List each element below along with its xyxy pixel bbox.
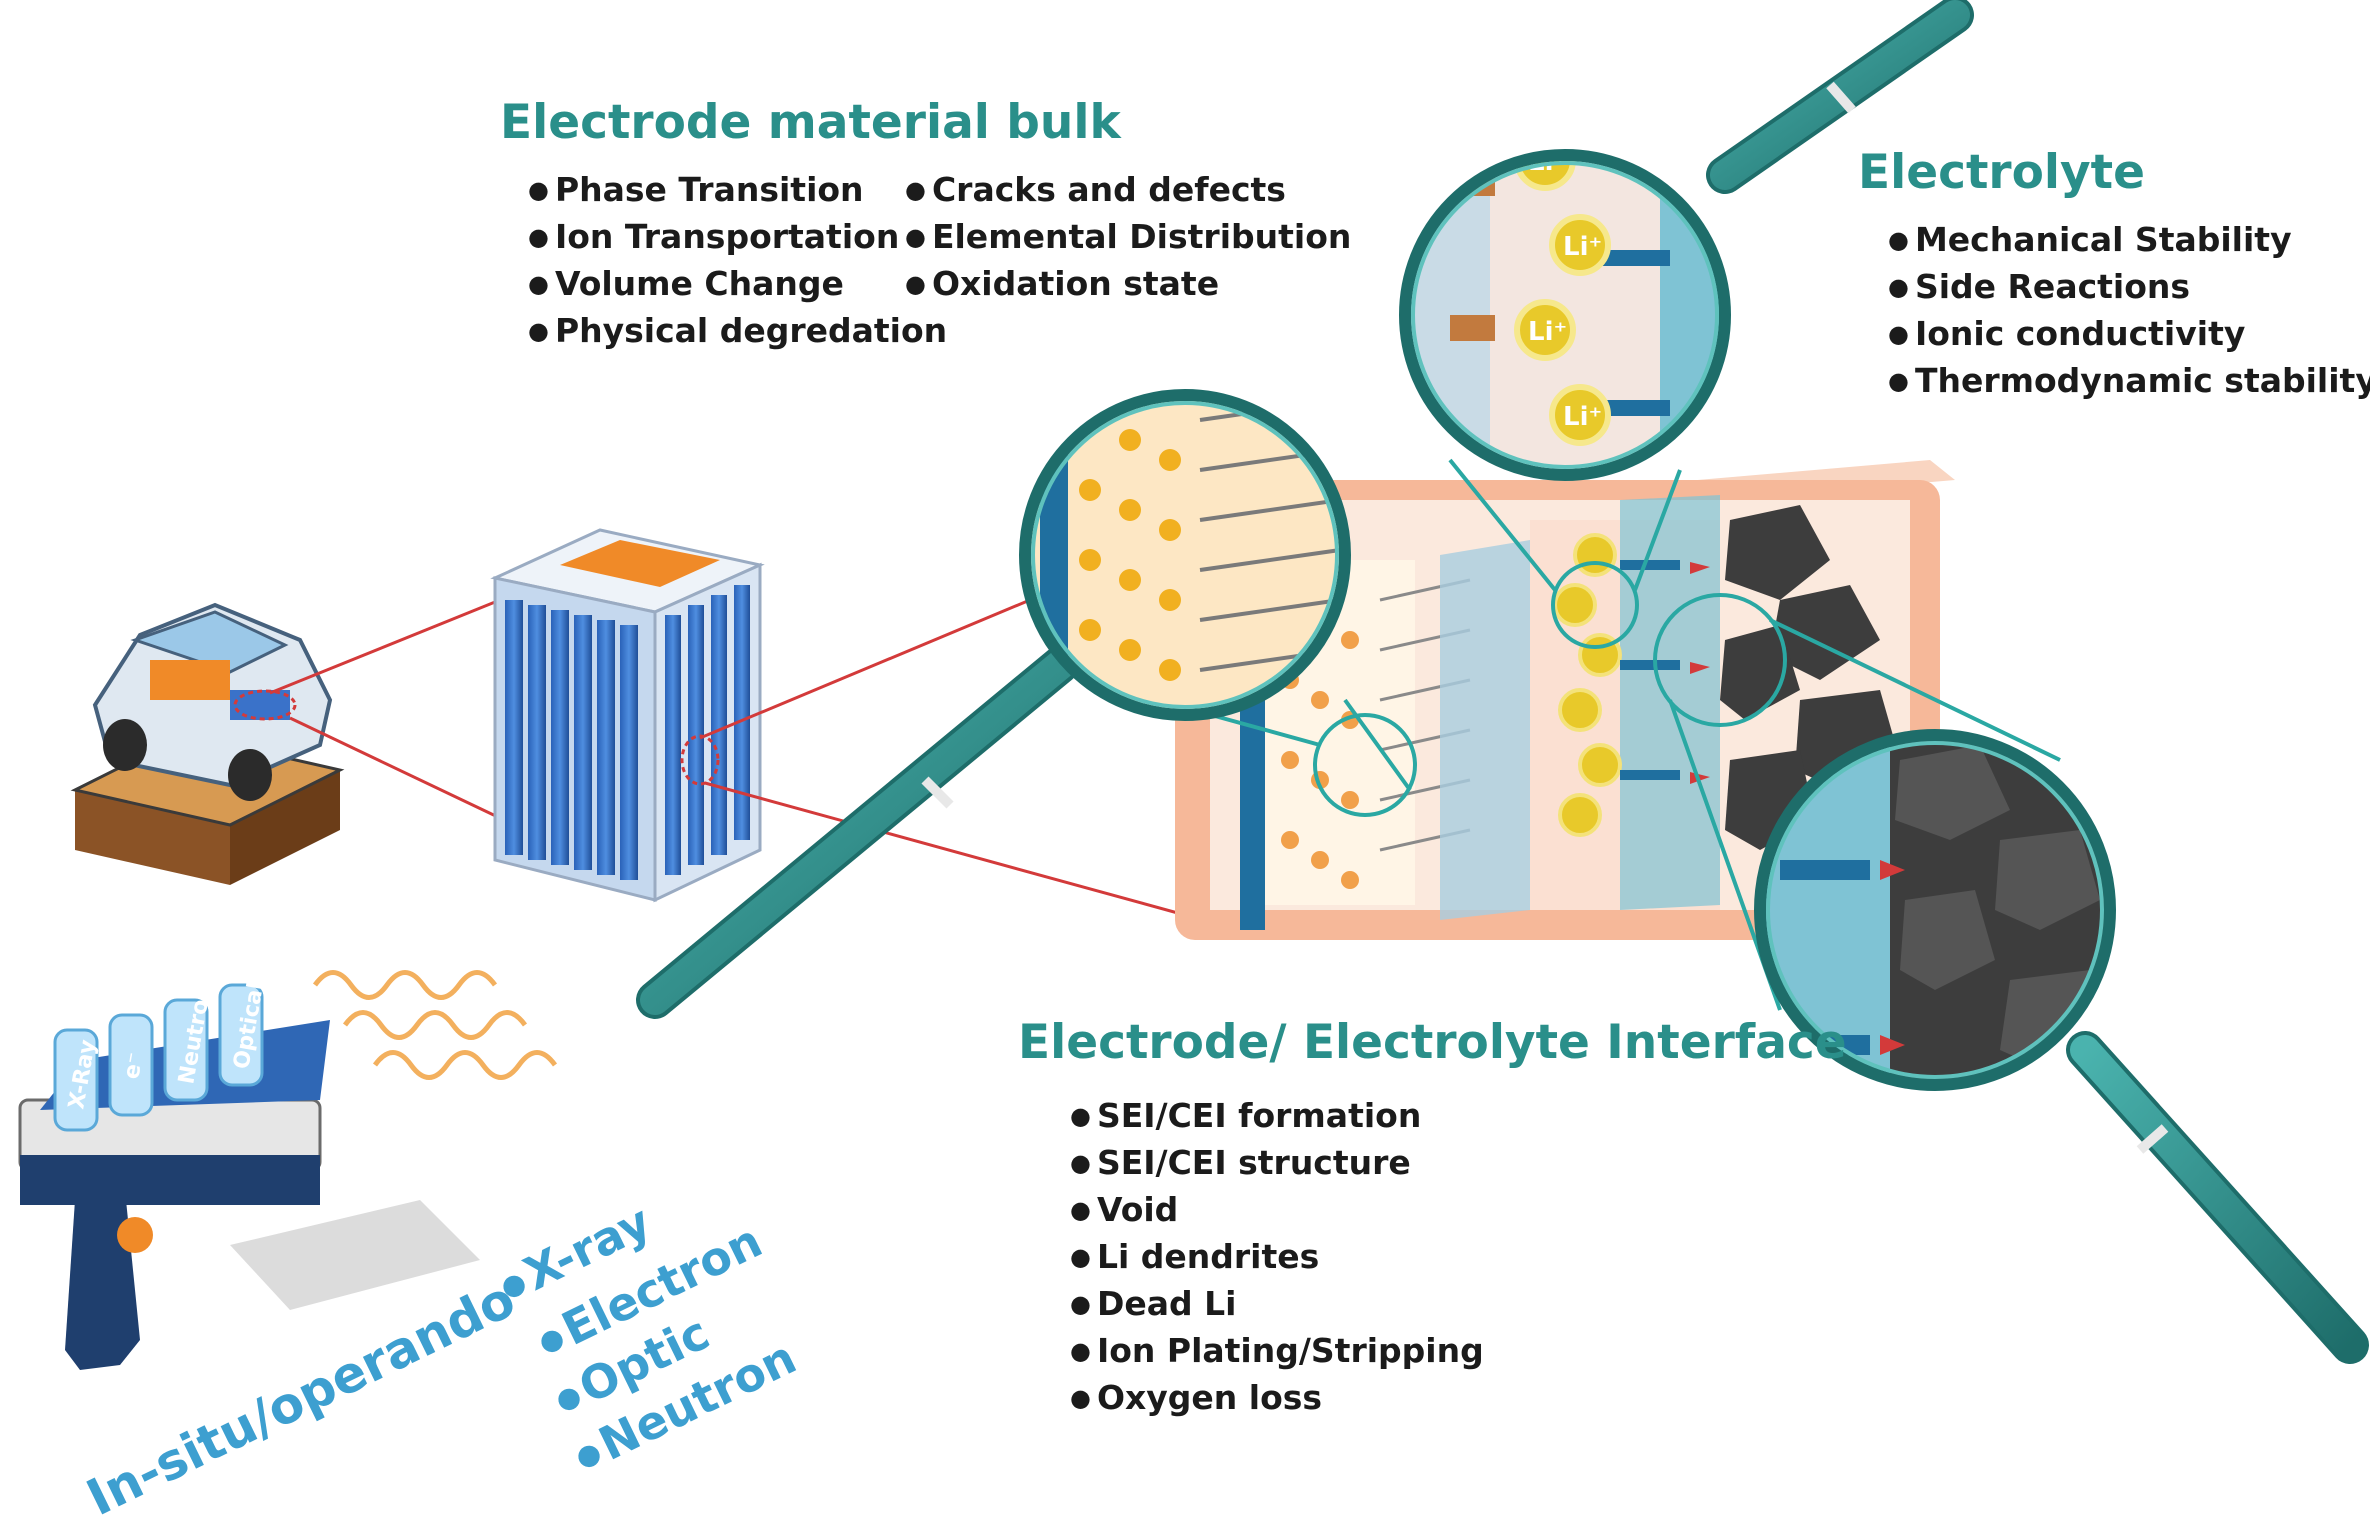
electrode-bulk-title: Electrode material bulk <box>500 95 1121 150</box>
list-item: SEI/CEI structure <box>1070 1141 1484 1188</box>
list-item: Ion Plating/Stripping <box>1070 1329 1484 1376</box>
li-ion-label: Li⁺ <box>1563 402 1602 432</box>
list-item: Thermodynamic stability <box>1888 359 2370 406</box>
list-item: Void <box>1070 1188 1484 1235</box>
list-item: Phase Transition <box>528 168 947 215</box>
list-item: Li dendrites <box>1070 1235 1484 1282</box>
list-item: Ion Transportation <box>528 215 947 262</box>
electrode-bulk-list-right: Cracks and defects Elemental Distributio… <box>905 168 1351 309</box>
li-ion-label: Li⁺ <box>1563 232 1602 262</box>
magnifier-electrolyte: Li⁺ Li⁺ Li⁺ Li⁺ <box>1399 0 1974 481</box>
radiation-waves-icon <box>312 970 558 1080</box>
interface-list: SEI/CEI formation SEI/CEI structure Void… <box>1070 1094 1484 1423</box>
electrode-bulk-list-left: Phase Transition Ion Transportation Volu… <box>528 168 947 356</box>
electric-car-icon <box>70 602 345 885</box>
electrolyte-list: Mechanical Stability Side Reactions Ioni… <box>1888 218 2370 406</box>
li-ion-label: Li⁺ <box>1528 317 1567 347</box>
list-item: Physical degredation <box>528 309 947 356</box>
list-item: Oxygen loss <box>1070 1376 1484 1423</box>
list-item: Cracks and defects <box>905 168 1351 215</box>
list-item: Volume Change <box>528 262 947 309</box>
battery-pack-icon <box>490 528 765 903</box>
cell-cross-section <box>1175 460 1955 940</box>
list-item: Side Reactions <box>1888 265 2370 312</box>
interface-title: Electrode/ Electrolyte Interface <box>1018 1015 1847 1070</box>
list-item: Ionic conductivity <box>1888 312 2370 359</box>
list-item: Mechanical Stability <box>1888 218 2370 265</box>
list-item: SEI/CEI formation <box>1070 1094 1484 1141</box>
zoom-lines-pack-to-magnifier <box>699 598 1186 917</box>
list-item: Oxidation state <box>905 262 1351 309</box>
probe-device-icon: X-Ray e⁻ Neutron Optical <box>18 980 480 1370</box>
probe-label-electron: e⁻ <box>119 1051 148 1081</box>
magnifier-interface <box>1754 729 2369 1364</box>
list-item: Dead Li <box>1070 1282 1484 1329</box>
list-item: Elemental Distribution <box>905 215 1351 262</box>
electrolyte-title: Electrolyte <box>1858 145 2145 200</box>
